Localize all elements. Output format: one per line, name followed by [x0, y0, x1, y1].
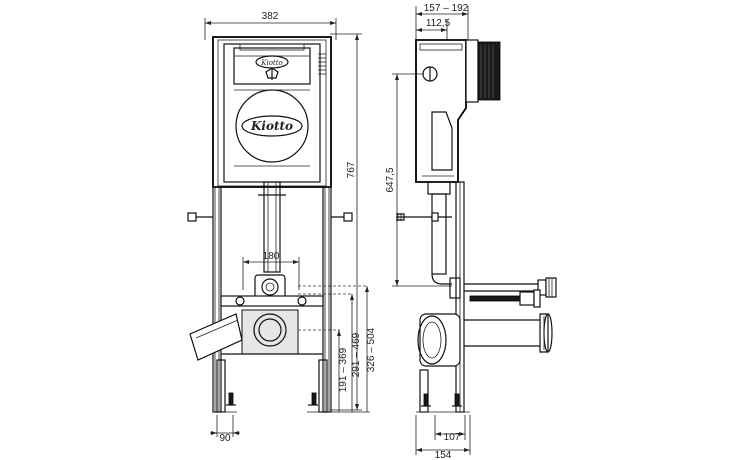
mounting-crossbar: [220, 295, 324, 307]
side-foot-label-2: 154: [435, 450, 452, 460]
side-feet: [416, 369, 470, 413]
front-width-label: 382: [262, 11, 279, 22]
offset-label-3: 326 – 504: [366, 327, 377, 372]
flush-pipe: [263, 181, 281, 273]
main-logo-text: Kiotto: [250, 119, 293, 133]
frame-outline: [212, 36, 332, 188]
front-height-dimension: 767: [330, 33, 362, 411]
front-foot-label: 90: [219, 433, 231, 444]
side-drain-pipe: [417, 313, 553, 367]
side-bottom-dimensions: 107 154: [415, 415, 471, 460]
side-top-label-1: 157 – 192: [424, 3, 469, 14]
side-top-label-2: 112,5: [426, 18, 451, 29]
front-view: 382 767 Kiotto: [187, 11, 377, 444]
front-offset-dimensions: 191 – 369 291 – 469 326 – 504: [298, 285, 377, 413]
side-actuator: [465, 39, 479, 103]
side-view: 157 – 192 112,5: [385, 3, 557, 460]
inner-width-dimension: 180: [242, 251, 300, 290]
wall-brackets: [187, 212, 353, 222]
anchor-bolt: [396, 212, 452, 222]
cistern-side-body: [415, 39, 467, 183]
inner-width-label: 180: [263, 251, 280, 262]
side-top-dimensions: 157 – 192 112,5: [415, 3, 469, 40]
inlet-hose: [464, 277, 557, 298]
front-width-dimension: 382: [204, 11, 337, 40]
side-height-label: 647,5: [385, 167, 396, 192]
side-foot-label-1: 107: [444, 432, 461, 443]
front-feet: [213, 359, 331, 413]
side-height-dimension: 647,5: [385, 73, 452, 287]
front-foot-dimension: 90: [210, 415, 240, 444]
front-height-label: 767: [346, 161, 357, 178]
offset-label-2: 291 – 469: [351, 332, 362, 377]
drain-bend: [241, 309, 299, 355]
drain-pipe-angled: [189, 313, 243, 361]
offset-label-1: 191 – 369: [338, 347, 349, 392]
threaded-rod: [469, 289, 541, 308]
small-logo-text: Kiotto: [260, 59, 283, 67]
flush-plate-area: [233, 47, 311, 85]
scale-marks: [318, 53, 326, 75]
